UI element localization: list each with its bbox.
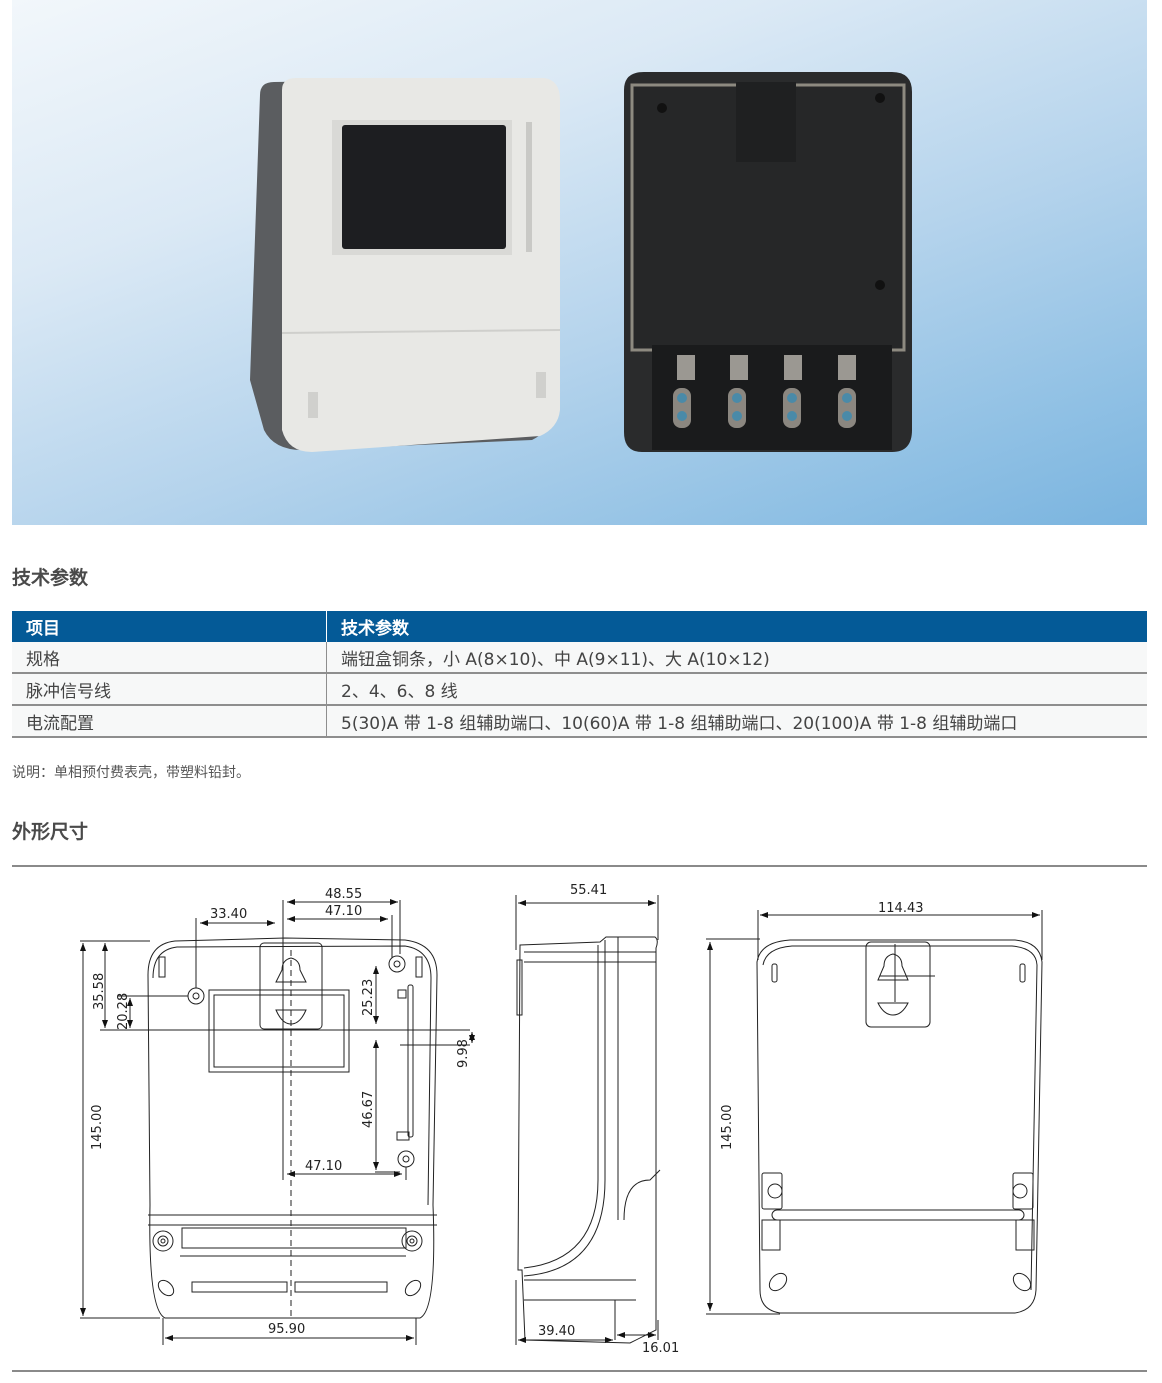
front-view xyxy=(80,899,475,1345)
row-item: 脉冲信号线 xyxy=(12,673,327,706)
dim-55-41: 55.41 xyxy=(570,883,607,898)
dim-9-98: 9.98 xyxy=(456,1039,471,1068)
dim-145-00-front: 145.00 xyxy=(90,1105,105,1151)
section-divider xyxy=(12,865,1147,867)
dim-20-28: 20.28 xyxy=(116,993,131,1030)
dim-114-43: 114.43 xyxy=(878,901,924,916)
row-value: 2、4、6、8 线 xyxy=(326,673,1147,706)
table-row: 电流配置 5(30)A 带 1-8 组辅助端口、10(60)A 带 1-8 组辅… xyxy=(12,705,1147,738)
spec-table: 项目 技术参数 规格 端钮盒铜条，小 A(8×10)、中 A(9×11)、大 A… xyxy=(12,611,1147,738)
dim-46-67: 46.67 xyxy=(361,1091,376,1128)
row-item: 电流配置 xyxy=(12,705,327,738)
front-cover-image xyxy=(250,78,561,452)
dim-47-10-top: 47.10 xyxy=(325,904,362,919)
dim-39-40: 39.40 xyxy=(538,1324,575,1339)
dim-16-01: 16.01 xyxy=(642,1341,679,1356)
row-value: 端钮盒铜条，小 A(8×10)、中 A(9×11)、大 A(10×12) xyxy=(326,642,1147,674)
product-illustration xyxy=(250,72,912,452)
dimension-drawing: 48.55 47.10 33.40 35.58 20.28 25.23 9.98… xyxy=(80,883,1043,1356)
column-header-value: 技术参数 xyxy=(326,611,1147,642)
dim-48-55: 48.55 xyxy=(325,887,362,902)
product-photo xyxy=(12,0,1147,525)
dim-47-10-bottom: 47.10 xyxy=(305,1159,342,1174)
table-header-row: 项目 技术参数 xyxy=(12,611,1147,642)
dimension-labels: 48.55 47.10 33.40 35.58 20.28 25.23 9.98… xyxy=(90,883,924,1356)
side-view xyxy=(515,895,661,1345)
table-row: 脉冲信号线 2、4、6、8 线 xyxy=(12,673,1147,706)
dim-145-00-back: 145.00 xyxy=(720,1105,735,1151)
spec-note: 说明：单相预付费表壳，带塑料铅封。 xyxy=(12,765,250,781)
table-row: 规格 端钮盒铜条，小 A(8×10)、中 A(9×11)、大 A(10×12) xyxy=(12,642,1147,674)
dim-95-90: 95.90 xyxy=(268,1322,305,1337)
dim-25-23: 25.23 xyxy=(361,979,376,1016)
base-image xyxy=(624,72,912,452)
dim-33-40: 33.40 xyxy=(210,907,247,922)
dimension-section-title: 外形尺寸 xyxy=(12,821,89,843)
back-view xyxy=(706,910,1043,1315)
dim-35-58: 35.58 xyxy=(92,973,107,1010)
row-value: 5(30)A 带 1-8 组辅助端口、10(60)A 带 1-8 组辅助端口、2… xyxy=(326,705,1147,738)
column-header-item: 项目 xyxy=(12,611,327,642)
bottom-divider xyxy=(12,1370,1147,1372)
row-item: 规格 xyxy=(12,642,327,674)
spec-section-title: 技术参数 xyxy=(12,567,89,589)
